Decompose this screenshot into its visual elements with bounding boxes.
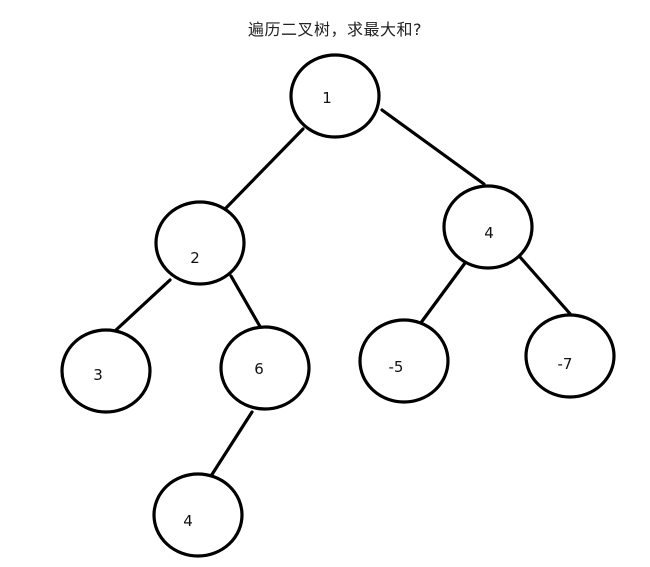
node-circle bbox=[152, 472, 244, 558]
node-circle bbox=[154, 200, 246, 286]
tree-node-n2: 2 bbox=[154, 200, 246, 286]
node-label: 3 bbox=[93, 366, 103, 384]
node-circle bbox=[60, 328, 152, 414]
node-label: -7 bbox=[558, 355, 573, 373]
tree-node-n3: 3 bbox=[60, 328, 152, 414]
edge-n2-n6 bbox=[229, 274, 264, 332]
edge-n2-n3 bbox=[114, 278, 172, 332]
edge-n4a-n-5 bbox=[418, 261, 467, 326]
node-label: 1 bbox=[322, 89, 332, 107]
node-circle bbox=[358, 318, 450, 404]
tree-node-n-5: -5 bbox=[358, 318, 450, 404]
node-circle bbox=[219, 325, 311, 411]
tree-node-n1: 1 bbox=[289, 53, 381, 139]
tree-node-n4b: 4 bbox=[152, 472, 244, 558]
node-label: 6 bbox=[254, 360, 264, 378]
diagram-title: 遍历二叉树，求最大和? bbox=[248, 20, 422, 39]
edge-n4a-n-7 bbox=[518, 255, 574, 318]
tree-edges bbox=[114, 108, 574, 478]
edge-n1-n4a bbox=[380, 108, 486, 186]
node-circle bbox=[289, 53, 381, 139]
node-circle bbox=[442, 184, 534, 270]
node-label: 4 bbox=[484, 224, 494, 242]
node-label: 2 bbox=[190, 249, 200, 267]
node-label: -5 bbox=[389, 358, 404, 376]
tree-node-n6: 6 bbox=[219, 325, 311, 411]
tree-nodes: 1 2 4 3 6 -5 -7 4 bbox=[60, 53, 616, 558]
edge-n6-n4b bbox=[209, 410, 254, 478]
edge-n1-n2 bbox=[223, 127, 305, 211]
node-circle bbox=[524, 313, 616, 399]
node-label: 4 bbox=[183, 512, 193, 530]
tree-node-n4a: 4 bbox=[442, 184, 534, 270]
tree-node-n-7: -7 bbox=[524, 313, 616, 399]
